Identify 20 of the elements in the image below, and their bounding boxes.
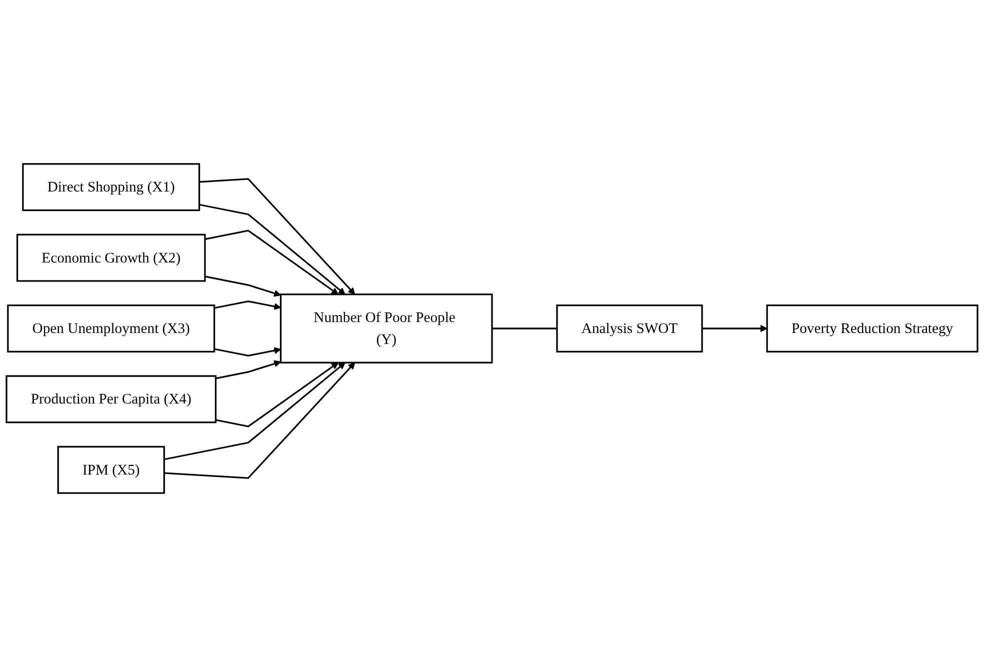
- node-box: Open Unemployment (X3): [7, 304, 216, 352]
- node-box: Economic Growth (X2): [16, 234, 206, 282]
- arrow: [216, 362, 339, 428]
- arrow: [164, 362, 346, 460]
- node-box: Direct Shopping (X1): [22, 163, 200, 212]
- arrow: [204, 276, 282, 297]
- node-box: Analysis SWOT: [556, 304, 703, 352]
- arrow: [164, 362, 356, 479]
- node-box: IPM (X5): [57, 446, 165, 494]
- arrow: [702, 324, 768, 332]
- arrow: [214, 300, 282, 310]
- node-box: Poverty Reduction Strategy: [766, 304, 978, 352]
- node-box: Production Per Capita (X4): [6, 375, 217, 424]
- arrow: [216, 360, 282, 380]
- arrow: [214, 347, 282, 357]
- arrow: [199, 204, 346, 295]
- node-box: Number Of Poor People (Y): [280, 294, 493, 364]
- arrow: [199, 178, 356, 295]
- connector: [492, 328, 557, 330]
- arrow: [204, 230, 339, 295]
